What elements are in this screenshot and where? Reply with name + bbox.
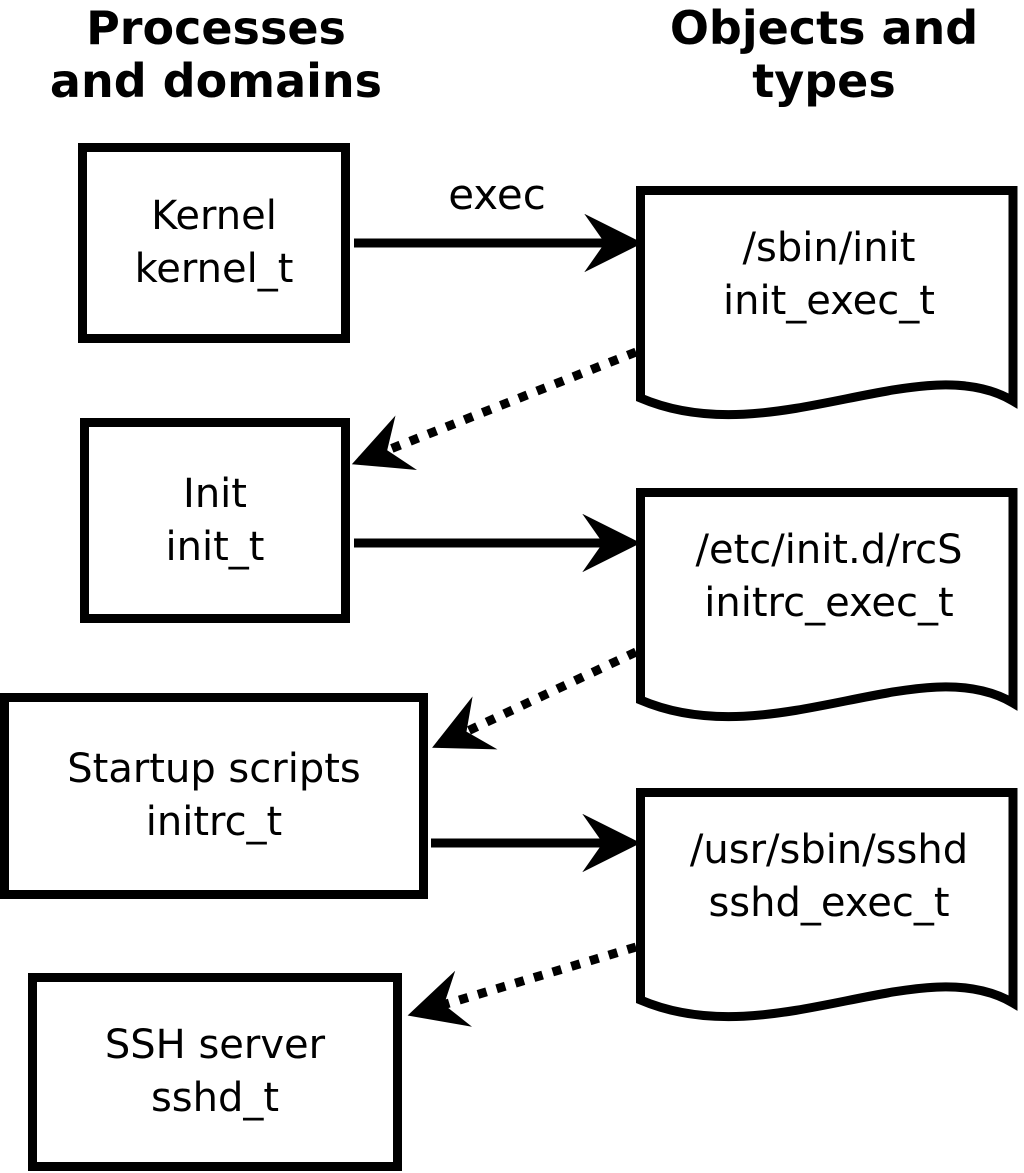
process-name: Startup scripts	[67, 746, 361, 792]
process-domain: initrc_t	[145, 799, 283, 845]
object-path: /sbin/init	[742, 225, 916, 271]
document-usr-sbin-sshd: /usr/sbin/sshd sshd_exec_t	[636, 788, 1022, 1048]
transition-arrow-sbin-init-to-init	[351, 347, 638, 470]
object-type: init_exec_t	[723, 278, 935, 324]
process-name: SSH server	[104, 1022, 326, 1068]
process-name: Kernel	[151, 193, 277, 239]
transition-arrow-sshd-exec-to-sshd	[407, 942, 638, 1027]
object-path: /usr/sbin/sshd	[689, 827, 969, 873]
object-type: sshd_exec_t	[708, 880, 950, 926]
document-shape-icon	[636, 186, 1018, 420]
document-sbin-init: /sbin/init init_exec_t	[636, 186, 1022, 446]
left-column-header: Processes and domains	[49, 1, 383, 108]
transition-arrow-rcs-to-initrc	[432, 647, 638, 750]
process-domain: kernel_t	[134, 246, 294, 292]
document-shape-icon	[636, 488, 1018, 722]
document-etc-initd-rcs: /etc/init.d/rcS initrc_exec_t	[636, 488, 1022, 748]
node-kernel: Kernel kernel_t	[78, 143, 350, 343]
exec-arrow-label: exec	[448, 170, 546, 219]
document-shape-icon	[636, 788, 1018, 1022]
process-domain: sshd_t	[150, 1075, 280, 1121]
object-path: /etc/init.d/rcS	[695, 527, 963, 573]
process-name: Init	[183, 470, 247, 517]
node-init: Init init_t	[80, 418, 350, 623]
process-domain: init_t	[165, 523, 265, 570]
node-startup-scripts: Startup scripts initrc_t	[0, 693, 428, 899]
node-ssh-server: SSH server sshd_t	[28, 973, 402, 1171]
object-type: initrc_exec_t	[704, 580, 954, 626]
right-column-header: Objects and types	[669, 1, 979, 108]
